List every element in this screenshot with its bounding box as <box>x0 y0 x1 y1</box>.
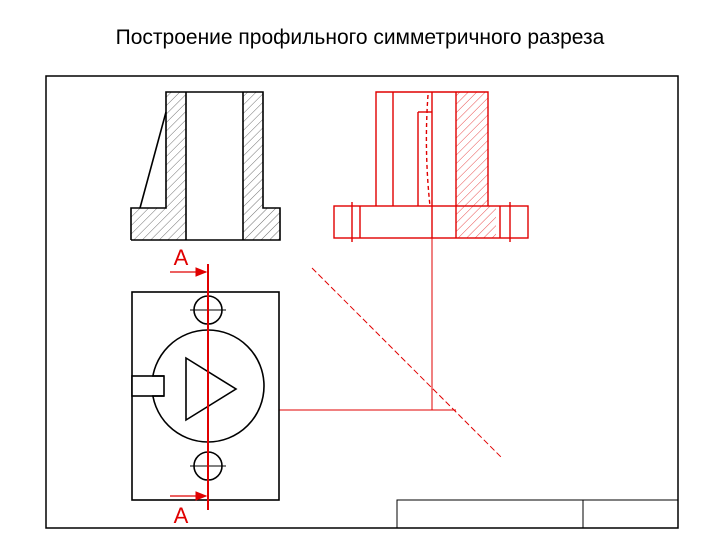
slide-title: Построение профильного симметричного раз… <box>115 26 605 49</box>
top-view <box>131 291 280 501</box>
drawing-frame <box>45 75 679 529</box>
profile-section <box>333 91 529 242</box>
cutting-plane-a <box>170 264 209 510</box>
front-view <box>130 91 281 241</box>
section-label-top: А <box>174 245 189 270</box>
section-label-bottom: А <box>174 503 189 528</box>
title-block <box>396 499 679 529</box>
